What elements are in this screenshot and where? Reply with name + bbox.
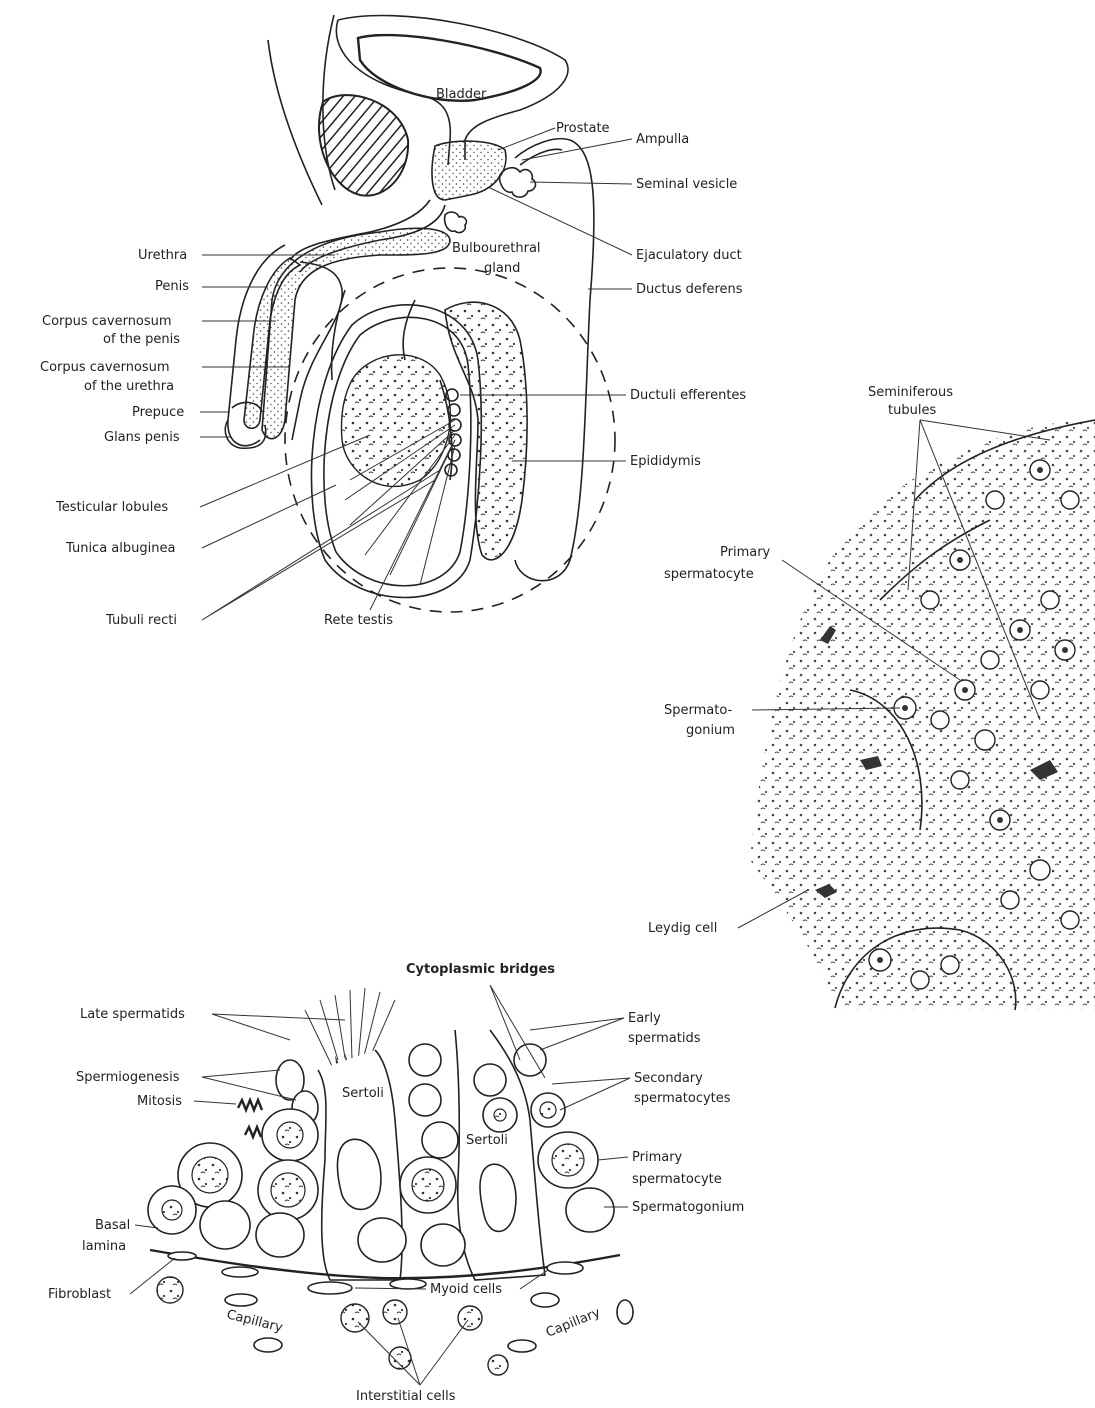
label-mitosis: Mitosis — [137, 1094, 182, 1109]
label-primary-2: spermatocyte — [632, 1172, 722, 1187]
label-seminiferous-2: tubules — [888, 403, 936, 418]
label-penis: Penis — [155, 279, 189, 294]
label-cc-penis-2: of the penis — [103, 332, 180, 347]
label-early-spermatids-2: spermatids — [628, 1031, 701, 1046]
label-ejaculatory-duct: Ejaculatory duct — [636, 248, 742, 263]
label-ductus-deferens: Ductus deferens — [636, 282, 743, 297]
label-spermatogonium-1: Spermato- — [664, 703, 733, 718]
label-prostate: Prostate — [556, 121, 610, 136]
label-late-spermatids: Late spermatids — [80, 1007, 185, 1022]
label-myoid-cells: Myoid cells — [430, 1282, 502, 1297]
label-seminiferous-1: Seminiferous — [868, 385, 953, 400]
label-basal-2: lamina — [82, 1239, 126, 1254]
tubule-wall-drawing — [148, 988, 633, 1375]
label-capillary-1: Capillary — [225, 1307, 284, 1335]
label-ampulla: Ampulla — [636, 132, 689, 147]
label-cc-urethra-2: of the urethra — [84, 379, 174, 394]
label-rete-testis: Rete testis — [324, 613, 393, 628]
label-sertoli-1: Sertoli — [342, 1086, 384, 1101]
label-primary-spermatocyte-1: Primary — [720, 545, 771, 560]
label-spermatogonium-2: gonium — [686, 723, 735, 738]
label-interstitial-cells: Interstitial cells — [356, 1389, 456, 1404]
label-tunica-albuginea: Tunica albuginea — [65, 541, 175, 556]
label-urethra: Urethra — [138, 248, 187, 263]
label-bulbourethral-2: gland — [484, 261, 520, 276]
label-secondary-1: Secondary — [634, 1071, 703, 1086]
label-capillary-2: Capillary — [544, 1305, 603, 1340]
gross-anatomy-drawing — [225, 15, 615, 612]
prostate — [432, 141, 506, 200]
label-epididymis: Epididymis — [630, 454, 701, 469]
label-prepuce: Prepuce — [132, 405, 184, 420]
label-ductuli-efferentes: Ductuli efferentes — [630, 388, 746, 403]
label-cc-urethra-1: Corpus cavernosum — [40, 360, 170, 375]
label-spermiogenesis: Spermiogenesis — [76, 1070, 180, 1085]
label-tubuli-recti: Tubuli recti — [105, 613, 177, 628]
label-primary-1: Primary — [632, 1150, 683, 1165]
label-leydig-cell: Leydig cell — [648, 921, 717, 936]
label-cytoplasmic-bridges: Cytoplasmic bridges — [406, 962, 555, 977]
label-bladder: Bladder — [436, 87, 487, 102]
label-glans-penis: Glans penis — [104, 430, 180, 445]
label-cc-penis-1: Corpus cavernosum — [42, 314, 172, 329]
label-fibroblast: Fibroblast — [48, 1287, 111, 1302]
label-spermatogonium: Spermatogonium — [632, 1200, 744, 1215]
label-primary-spermatocyte-2: spermatocyte — [664, 567, 754, 582]
label-seminal-vesicle: Seminal vesicle — [636, 177, 737, 192]
label-testicular-lobules: Testicular lobules — [55, 500, 168, 515]
label-early-spermatids-1: Early — [628, 1011, 661, 1026]
label-sertoli-2: Sertoli — [466, 1133, 508, 1148]
label-secondary-2: spermatocytes — [634, 1091, 731, 1106]
micrograph-drawing — [750, 420, 1095, 1010]
label-basal-1: Basal — [95, 1218, 130, 1233]
label-bulbourethral-1: Bulbourethral — [452, 241, 541, 256]
